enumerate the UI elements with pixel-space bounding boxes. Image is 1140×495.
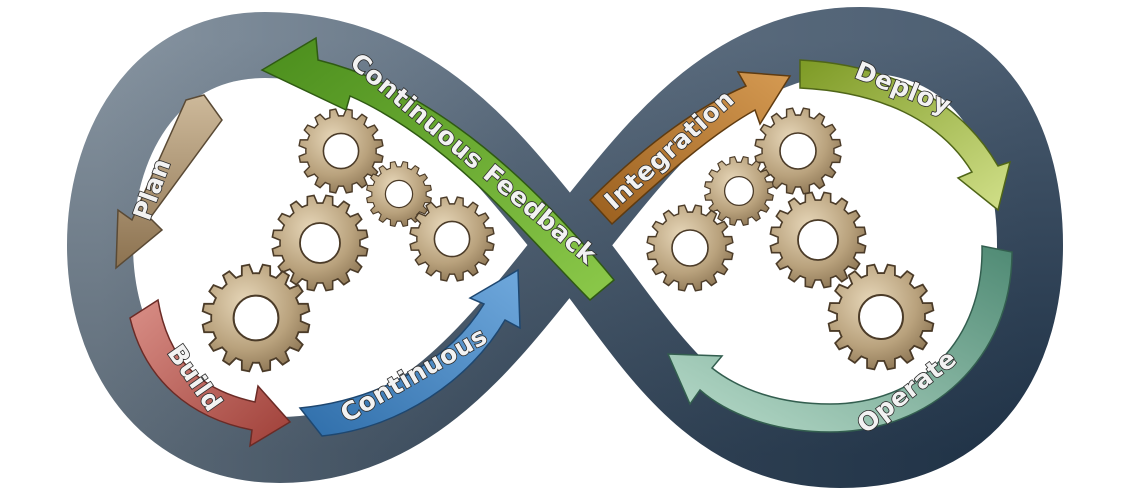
stage-arrows — [115, 36, 1013, 448]
build-arrow — [129, 298, 292, 448]
plan-arrow — [115, 94, 223, 270]
gear-icon — [754, 107, 842, 195]
integration-arrow — [588, 71, 792, 226]
operate-arrow — [666, 245, 1013, 433]
gear-icon — [298, 108, 384, 194]
continuous-feedback-arrow — [260, 36, 616, 302]
deploy-arrow — [799, 59, 1012, 212]
continuous-arrow — [298, 268, 521, 437]
